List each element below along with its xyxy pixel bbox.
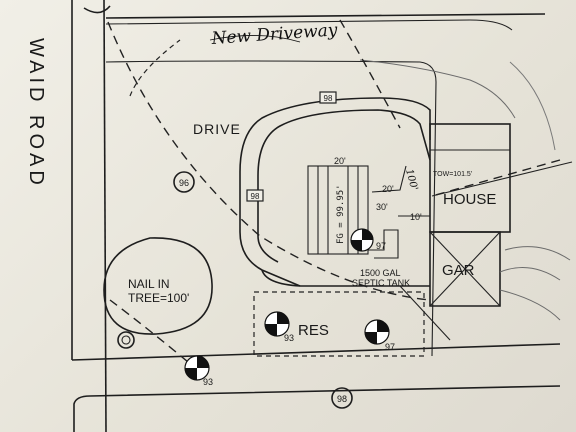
dim-30: 30' [376,202,388,212]
septic-label-1: 1500 GAL [360,268,401,278]
svg-text:97: 97 [376,241,386,251]
svg-text:98: 98 [251,192,260,201]
pencil-curve-right [509,61,556,151]
svg-text:98: 98 [337,394,347,404]
nail-label-2: TREE=100' [128,291,189,305]
dim-20-top: 20' [334,156,346,166]
dashed-line-lower [109,299,201,373]
target-septic: 97 [350,228,386,252]
drive-lower-edge [261,269,430,287]
target-res-right: 97 [364,319,395,352]
dashed-line-upper [129,39,181,97]
drive-inner [257,109,431,263]
reserve-label: RES [298,322,329,339]
svg-text:93: 93 [284,333,294,343]
pencil-garage-scribble [499,246,571,321]
dashed-line-top [339,19,401,129]
marker-98-left: 98 [246,189,264,202]
svg-text:97: 97 [385,342,395,352]
property-line-mid [71,343,561,361]
tow-label: TOW=101.5' [433,171,472,178]
septic-label-2: SEPTIC TANK [352,278,410,288]
drive-label: DRIVE [193,121,241,137]
tree-small-circle [117,331,135,349]
svg-text:98: 98 [324,94,333,103]
property-line-top [105,13,546,19]
dim-100: 100' [403,168,419,192]
dim-20-side: 20' [382,184,394,194]
garage-label: GAR [442,262,475,279]
dashed-line-left [107,21,431,301]
reserve-area [253,291,425,357]
road-label: WAID ROAD [25,38,47,189]
property-line-bottom [73,385,561,432]
fg-label: FG = 99.95' [336,184,346,244]
septic-connector [368,229,399,259]
road-curve-top [83,5,111,14]
new-driveway-label: New Driveway [210,20,339,49]
house-label: HOUSE [443,191,496,208]
marker-96: 96 [173,171,195,193]
reserve-diagonal [399,285,451,341]
drive-outer [239,97,431,287]
marker-98-bottom: 98 [331,387,353,409]
marker-98-top: 98 [319,91,337,104]
road-edge-right [103,0,107,432]
dashed-line-house [431,159,561,197]
nail-label-1: NAIL IN [128,277,170,291]
garage-x2 [429,231,501,307]
dim-10: 10' [410,212,422,222]
tree-small-circle-inner [121,335,131,345]
dim-line-20 [371,165,407,193]
svg-text:96: 96 [179,178,189,188]
tree-circle [103,237,213,335]
target-bottom: 93 [184,355,213,387]
handwriting-stroke [209,35,301,43]
house-line [431,161,573,197]
leach-field-outer [307,165,369,255]
property-line-top-inner [105,19,513,31]
lot-outline [105,60,437,357]
svg-text:93: 93 [203,377,213,387]
target-res-left: 93 [264,311,294,343]
pencil-driveway-sketch [359,59,516,119]
